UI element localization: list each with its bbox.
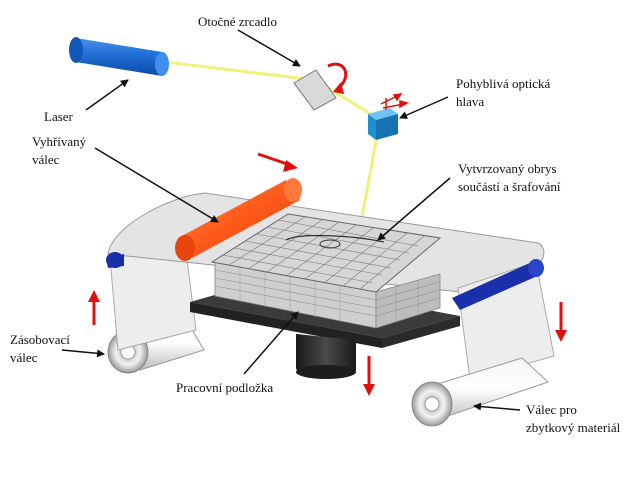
label-supply-roller-1: Zásobovací <box>10 332 70 347</box>
label-waste-roller-1: Válec pro <box>526 402 577 417</box>
label-laser: Laser <box>44 109 74 124</box>
waste-roller <box>411 357 549 427</box>
optical-head-motion-arrows <box>380 93 409 110</box>
labels: Otočné zrcadlo Laser Pohyblivá optická h… <box>10 14 621 435</box>
guide-roller-right <box>452 259 544 310</box>
label-optical-head-1: Pohyblivá optická <box>456 76 550 91</box>
mirror-rotation-arrow <box>327 62 348 94</box>
heated-roller-direction-arrow <box>257 152 298 172</box>
label-outline-2: součástí a šrafování <box>458 179 561 194</box>
rotating-mirror <box>293 69 337 111</box>
label-work-plate: Pracovní podložka <box>176 380 273 395</box>
label-mirror: Otočné zrcadlo <box>198 14 277 29</box>
motion-arrows <box>88 152 567 396</box>
work-plate-piston <box>296 334 356 379</box>
laser-source <box>69 37 169 76</box>
label-outline-1: Vytvrzovaný obrys <box>458 161 557 176</box>
waste-down-arrow <box>555 302 567 342</box>
heated-roller <box>175 178 302 261</box>
plate-down-arrow <box>363 356 375 396</box>
optical-head <box>368 108 398 140</box>
label-supply-roller-2: válec <box>10 350 38 365</box>
label-heated-roller-1: Vyhřívaný <box>32 134 87 149</box>
label-heated-roller-2: válec <box>32 152 60 167</box>
label-waste-roller-2: zbytkový materiál <box>526 420 621 435</box>
part-block <box>214 261 441 329</box>
supply-up-arrow <box>88 290 100 325</box>
leader-lines <box>61 29 521 411</box>
guide-roller-left <box>106 252 124 268</box>
label-optical-head-2: hlava <box>456 94 484 109</box>
